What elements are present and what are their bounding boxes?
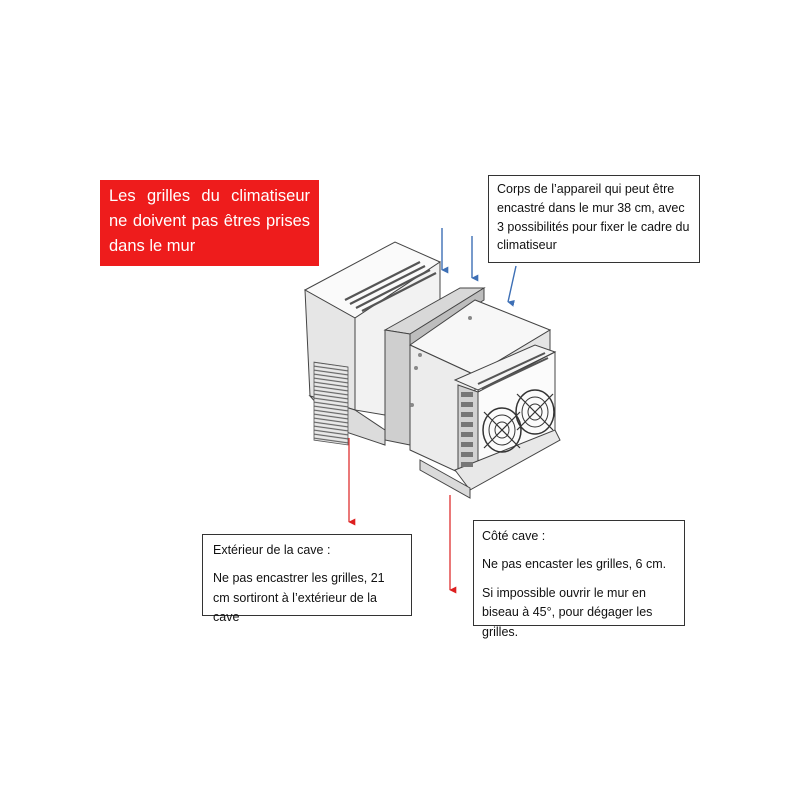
unit-body-note: Corps de l’appareil qui peut être encast… — [488, 175, 700, 263]
grille-warning-text: Les grilles du climatiseur ne doivent pa… — [109, 187, 310, 255]
fan-grille-icon — [515, 389, 555, 435]
cave-side-note-line2: Si impossible ouvrir le mur en biseau à … — [482, 585, 653, 639]
grille-warning-box: Les grilles du climatiseur ne doivent pa… — [100, 180, 319, 266]
body-screws — [410, 316, 472, 407]
cave-side-note: Côté cave : Ne pas encaster les grilles,… — [473, 520, 685, 639]
cave-side-note-title: Côté cave : — [482, 529, 546, 543]
cave-side-note-line1: Ne pas encaster les grilles, 6 cm. — [482, 557, 667, 572]
base-plate — [419, 459, 471, 499]
front-top-vent — [477, 352, 549, 390]
mounting-frame — [383, 287, 486, 451]
exterior-note-title: Extérieur de la cave : — [213, 543, 331, 557]
exterior-note: Extérieur de la cave : Ne pas encastrer … — [202, 534, 412, 624]
rear-side-vent — [313, 361, 349, 446]
rear-top-vent — [344, 261, 437, 312]
unit-body-note-text: Corps de l’appareil qui peut être encast… — [497, 182, 690, 253]
blue-arrow-right — [507, 265, 517, 307]
side-connectors — [461, 392, 473, 467]
exterior-note-text: Ne pas encastrer les grilles, 21 cm sort… — [213, 571, 385, 625]
fan-grille-icon — [482, 407, 522, 453]
